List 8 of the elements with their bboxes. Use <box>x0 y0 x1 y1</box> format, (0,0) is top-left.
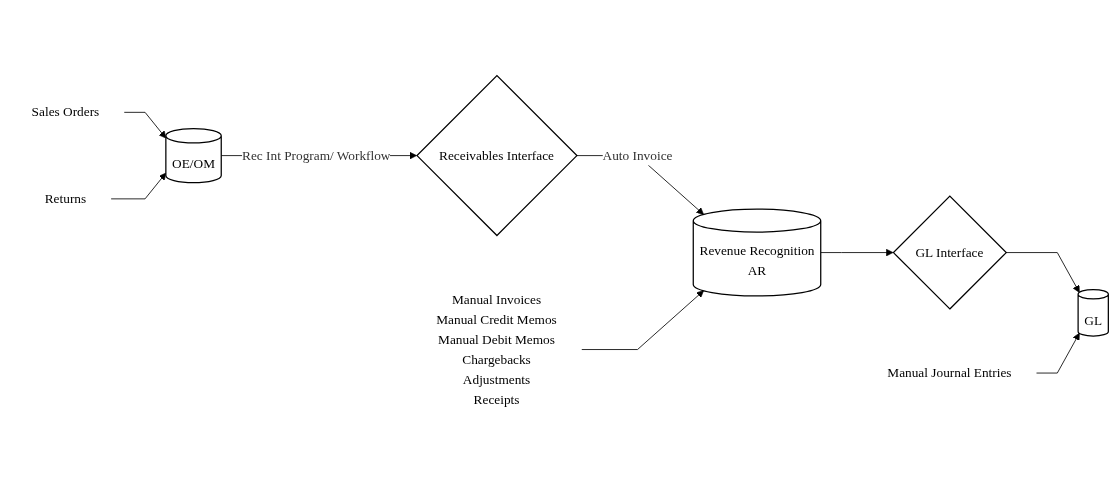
edge-label: Rec Int Program/ Workflow <box>242 147 391 162</box>
node-text: Manual Invoices Manual Credit Memos Manual Debit Memos Chargebacks Adjustments Receipts <box>436 291 557 406</box>
node-diamond: GL Interface <box>892 195 1008 310</box>
node-diamond: Receivables Interface <box>416 74 578 237</box>
edge-label: Auto Invoice <box>602 147 673 162</box>
node-text: Sales Orders <box>31 104 100 119</box>
node-text: Manual Journal Entries <box>887 365 1012 380</box>
node-text: Returns <box>44 191 87 206</box>
